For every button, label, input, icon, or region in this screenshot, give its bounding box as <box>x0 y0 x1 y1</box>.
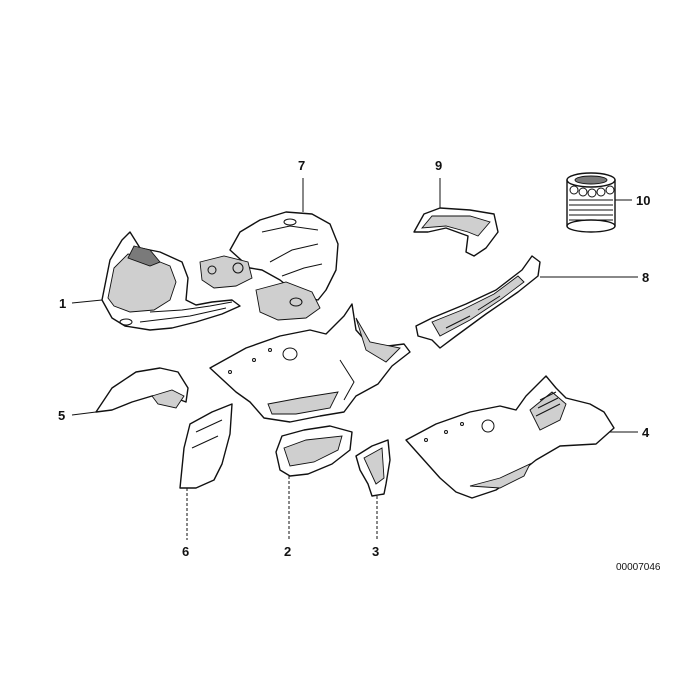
part-8-rear-side-strip <box>415 255 541 349</box>
part-1-front-fairing <box>101 231 241 331</box>
reference-number: 00007046 <box>616 562 661 573</box>
part-4-right-side-fairing-panel <box>405 375 615 499</box>
part-3-small-bracket-panel <box>355 439 391 497</box>
callout-10: 10 <box>636 193 650 208</box>
part-10-spray-can <box>566 172 616 233</box>
callout-7: 7 <box>298 158 305 173</box>
callout-4: 4 <box>642 425 650 440</box>
callout-2: 2 <box>284 544 291 559</box>
leader-lines <box>71 178 638 540</box>
part-6-fork-cover <box>179 403 233 489</box>
part-2-lower-side-panel <box>209 303 411 477</box>
part-5-front-mudguard <box>95 367 189 413</box>
callout-6: 6 <box>182 544 189 559</box>
callout-5: 5 <box>58 408 65 423</box>
part-7-tank-cover <box>199 211 339 321</box>
callout-8: 8 <box>642 270 649 285</box>
callout-3: 3 <box>372 544 379 559</box>
callout-labels: 1 2 3 4 5 6 7 8 9 10 <box>58 158 650 559</box>
callout-1: 1 <box>59 296 66 311</box>
callout-9: 9 <box>435 158 442 173</box>
part-9-seat-cowl <box>413 207 499 257</box>
